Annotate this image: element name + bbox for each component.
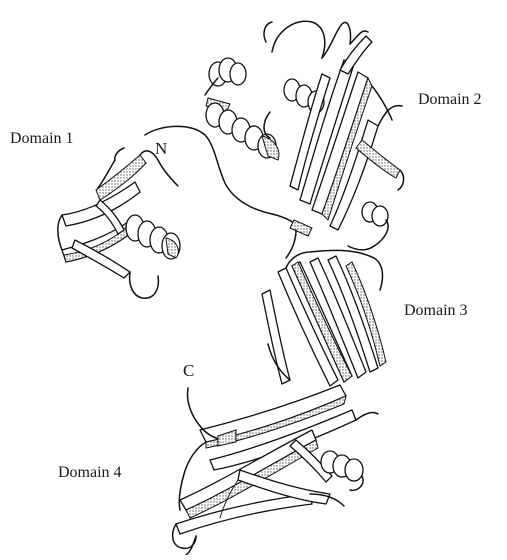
n-terminal-linker [145,126,300,228]
domain3-label: Domain 3 [404,303,468,319]
domain2-label: Domain 2 [418,92,482,108]
domain2-structure [205,21,404,250]
domain1-structure [58,148,180,298]
domain4-label: Domain 4 [58,465,122,481]
domain3-structure [262,230,386,386]
domain1-label: Domain 1 [10,131,74,147]
domain4-structure [173,385,378,555]
n-terminus-label: N [155,140,167,157]
c-terminus-label: C [183,362,194,379]
